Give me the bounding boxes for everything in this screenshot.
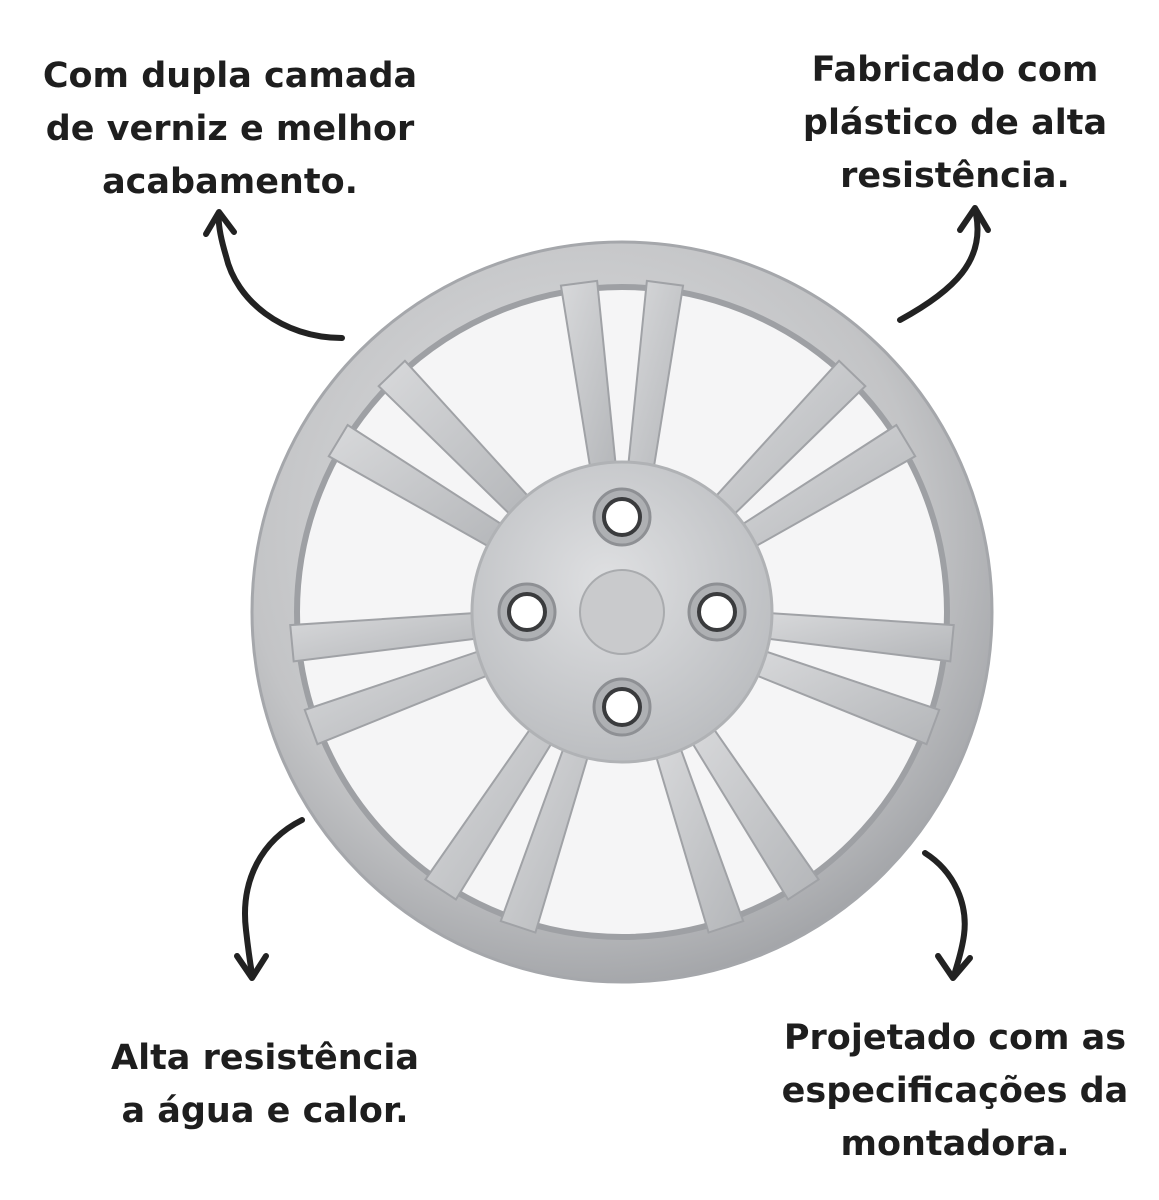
- arrow-top-right-icon: [897, 205, 991, 323]
- callout-line: Fabricado com: [811, 50, 1099, 90]
- callout-line: Projetado com as: [783, 1018, 1127, 1058]
- callout-top-left: Com dupla camada de verniz e melhor acab…: [20, 50, 440, 209]
- callout-line: acabamento.: [102, 162, 358, 202]
- arrow-bottom-left-icon: [234, 817, 305, 981]
- callout-line: plástico de alta: [802, 103, 1108, 143]
- callout-top-right: Fabricado com plástico de alta resistênc…: [745, 44, 1159, 203]
- callout-line: a água e calor.: [121, 1091, 409, 1131]
- lug-hole: [602, 497, 642, 537]
- callout-line: montadora.: [840, 1124, 1070, 1164]
- arrow-bottom-right-icon: [922, 850, 973, 981]
- callout-line: especificações da: [781, 1071, 1129, 1111]
- callout-line: Alta resistência: [110, 1038, 420, 1078]
- hubcap-lug-holes: [497, 487, 747, 737]
- callout-line: Com dupla camada: [42, 56, 418, 96]
- hubcap-center-cap: [579, 569, 665, 655]
- lug-hole: [507, 592, 547, 632]
- callout-bottom-right: Projetado com as especificações da monta…: [745, 1012, 1159, 1171]
- callout-line: resistência.: [840, 156, 1070, 196]
- callout-line: de verniz e melhor: [45, 109, 415, 149]
- lug-hole: [602, 687, 642, 727]
- arrow-top-left-icon: [203, 209, 345, 341]
- callout-bottom-left: Alta resistência a água e calor.: [55, 1032, 475, 1138]
- lug-hole: [697, 592, 737, 632]
- hubcap-spokes: [289, 279, 955, 934]
